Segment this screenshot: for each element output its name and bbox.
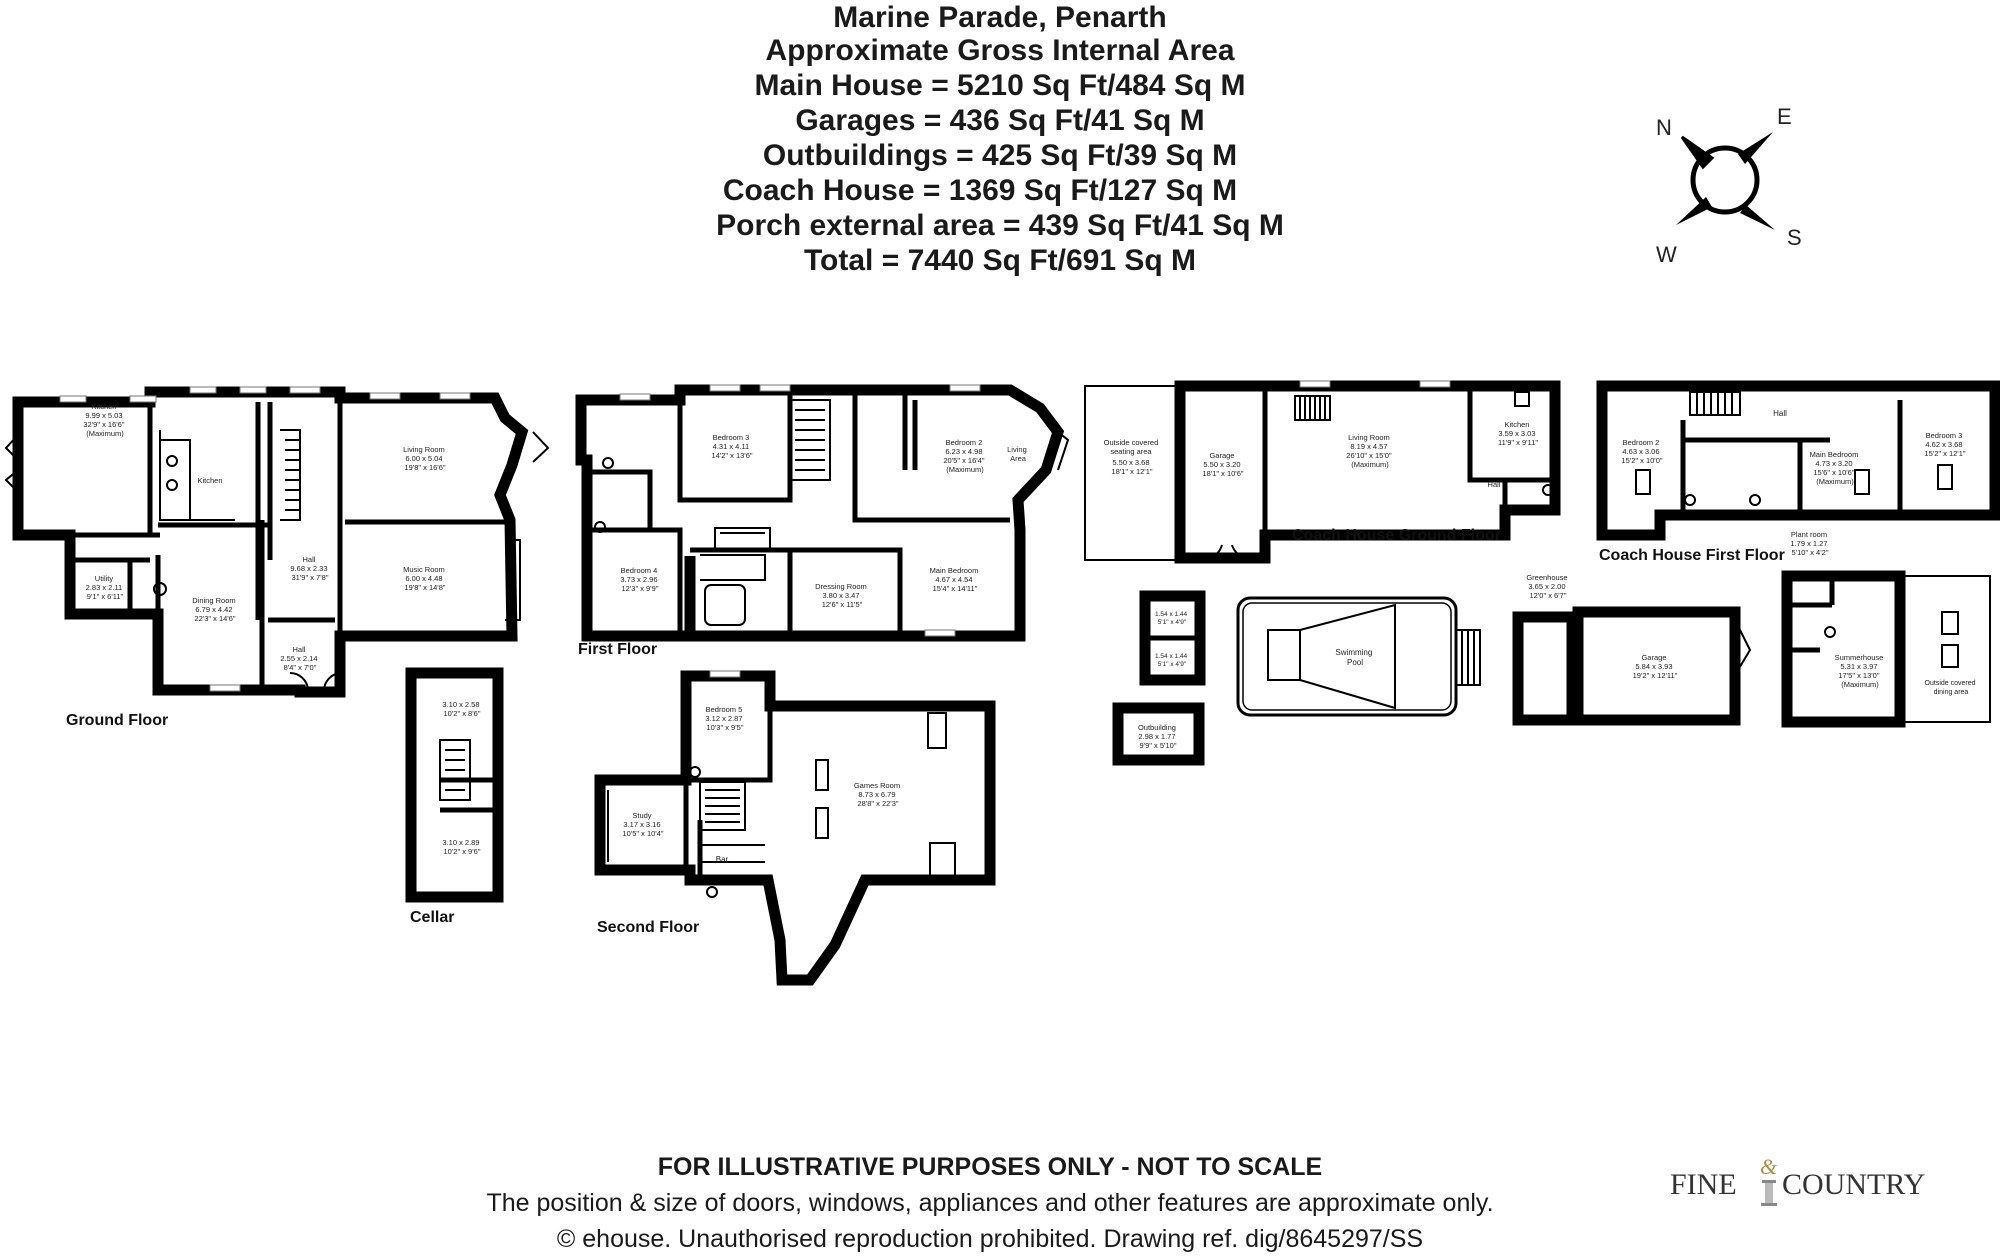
- room-hall-ch: Hall: [1488, 480, 1501, 489]
- area-total: Total = 7440 Sq Ft/691 Sq M: [803, 244, 1197, 277]
- room-bedroom-5: Bedroom 5 3.12 x 2.87 10'3" x 9'5": [705, 705, 744, 732]
- area-coach-house: Coach House = 1369 Sq Ft/127 Sq M: [722, 174, 1238, 207]
- area-garages: Garages = 436 Sq Ft/41 Sq M: [795, 104, 1205, 137]
- room-bar: Bar: [716, 855, 729, 864]
- room-living-ch: Living Room 8.19 x 4.57 26'10" x 15'0" (…: [1346, 433, 1393, 469]
- room-kitchen-name: Kitchen: [91, 402, 116, 411]
- room-kitchen-m: 9.99 x 5.03: [85, 411, 122, 420]
- logo-ampersand: &: [1760, 1154, 1778, 1179]
- compass-s: S: [1787, 225, 1802, 250]
- disclaimer-note: The position & size of doors, windows, a…: [486, 1189, 1494, 1217]
- copyright-note: © ehouse. Unauthorised reproduction proh…: [556, 1225, 1424, 1253]
- room-cellar-2: 3.10 x 2.89 10'2" x 9'6": [442, 838, 481, 856]
- room-outside-seating: Outside covered seating area 5.50 x 3.68…: [1104, 438, 1161, 476]
- plan-title: Marine Parade, Penarth: [833, 1, 1167, 34]
- room-store-2: 1.54 x 1.44 5'1" x 4'9": [1155, 653, 1189, 668]
- floor-label-ground: Ground Floor: [66, 712, 168, 729]
- room-dressing: Dressing Room 3.80 x 3.47 12'6" x 11'5": [815, 582, 869, 609]
- ground-floor-plan: Kitchen 9.99 x 5.03 32'9" x 16'6" (Maxim…: [4, 386, 550, 729]
- floor-label-cellar: Cellar: [410, 909, 454, 926]
- coach-house-first-plan: Bedroom 2 4.63 x 3.06 15'2" x 10'0" Main…: [1596, 380, 2000, 564]
- room-kitchen-max: (Maximum): [86, 429, 124, 438]
- logo-column-icon: [1761, 1180, 1777, 1206]
- compass-e: E: [1777, 104, 1792, 129]
- room-study: Study 3.17 x 3.16 10'5" x 10'4": [622, 811, 663, 838]
- fine-country-logo: Fine & Country: [1670, 1154, 1925, 1206]
- room-hall-ch1: Hall: [1773, 409, 1787, 418]
- room-summerhouse: Summerhouse 5.31 x 3.97 17'5" x 13'0" (M…: [1835, 653, 1886, 689]
- room-cellar-1: 3.10 x 2.58 10'2" x 8'6": [442, 700, 481, 718]
- room-bedroom-2: Bedroom 2 6.23 x 4.98 20'5" x 16'4" (Max…: [943, 438, 986, 474]
- disclaimer-heading: FOR ILLUSTRATIVE PURPOSES ONLY - NOT TO …: [657, 1153, 1323, 1181]
- room-music: Music Room 6.00 x 4.48 19'8" x 14'8": [403, 565, 447, 592]
- room-hall-main: Hall 9.68 x 2.33 31'9" x 7'8": [290, 555, 329, 582]
- room-main-bedroom: Main Bedroom 4.67 x 4.54 15'4" x 14'11": [930, 566, 981, 593]
- logo-country: Country: [1782, 1168, 1925, 1201]
- second-floor-plan: Bedroom 5 3.12 x 2.87 10'3" x 9'5" Games…: [594, 670, 996, 986]
- room-outbuilding: Outbuilding 2.98 x 1.77 9'9" x 5'10": [1138, 723, 1178, 750]
- room-kitchen-ch: Kitchen 3.59 x 3.03 11'9" x 9'11": [1498, 420, 1538, 447]
- room-greenhouse: Greenhouse 3.65 x 2.00 12'0" x 6'7": [1526, 573, 1569, 600]
- compass-w: W: [1656, 242, 1677, 267]
- room-dining: Dining Room 6.79 x 4.42 22'3" x 14'6": [192, 596, 237, 623]
- room-garage-2: Garage 5.84 x 3.93 19'2" x 12'11": [1633, 653, 1678, 680]
- area-main-house: Main House = 5210 Sq Ft/484 Sq M: [754, 69, 1246, 102]
- compass-icon: N E S W: [1656, 104, 1802, 267]
- cellar-plan: 3.10 x 2.58 10'2" x 8'6" 3.10 x 2.89 10'…: [405, 667, 504, 926]
- room-kitchen-ft: 32'9" x 16'6": [83, 420, 124, 429]
- room-plant: Plant room 1.79 x 1.27 5'10" x 4'2": [1790, 530, 1829, 557]
- room-main-bed-ch: Main Bedroom 4.73 x 3.20 15'6" x 10'6" (…: [1810, 450, 1861, 486]
- plan-subtitle: Approximate Gross Internal Area: [765, 34, 1235, 67]
- room-living: Living Room 6.00 x 5.04 19'8" x 16'6": [403, 445, 447, 472]
- room-outside-dining: Outside covered dining area: [1925, 680, 1978, 696]
- floor-label-coach-first: Coach House First Floor: [1599, 547, 1785, 564]
- room-bedroom-2-ch: Bedroom 2 4.63 x 3.06 15'2" x 10'0": [1621, 438, 1662, 465]
- room-store-1: 1.54 x 1.44 5'1" x 4'9": [1155, 611, 1189, 626]
- room-bedroom-4: Bedroom 4 3.73 x 2.96 12'3" x 9'9": [620, 566, 659, 593]
- floor-label-second: Second Floor: [597, 919, 699, 936]
- floor-label-coach-ground: Coach House Ground Floor: [1292, 527, 1501, 544]
- compass-n: N: [1656, 115, 1672, 140]
- room-living-area: Living Area: [1007, 445, 1029, 463]
- outbuildings-plan: 1.54 x 1.44 5'1" x 4'9" 1.54 x 1.44 5'1"…: [1112, 530, 1991, 766]
- room-hall-small: Hall 2.55 x 2.14 8'4" x 7'0": [280, 645, 319, 672]
- room-kitchen: Kitchen 9.99 x 5.03 32'9" x 16'6" (Maxim…: [83, 402, 126, 438]
- area-outbuildings: Outbuildings = 425 Sq Ft/39 Sq M: [762, 139, 1238, 172]
- room-bedroom-3-ch: Bedroom 3 4.62 x 3.68 15'2" x 12'1": [1924, 431, 1965, 458]
- room-utility: Utility 2.83 x 2.11 9'1" x 6'11": [86, 574, 125, 601]
- room-pool: Swimming Pool: [1335, 648, 1374, 667]
- room-garage-ch: Garage 5.50 x 3.20 18'1" x 10'6": [1202, 451, 1243, 478]
- room-games: Games Room 8.73 x 6.79 28'8" x 22'3": [854, 781, 902, 808]
- room-bedroom-3: Bedroom 3 4.31 x 4.11 14'2" x 13'6": [711, 433, 752, 460]
- first-floor-plan: Bedroom 3 4.31 x 4.11 14'2" x 13'6" Bedr…: [575, 384, 1070, 658]
- floor-label-first: First Floor: [578, 641, 657, 658]
- area-porch: Porch external area = 439 Sq Ft/41 Sq M: [716, 209, 1284, 242]
- room-kitchen-area: Kitchen: [197, 476, 222, 485]
- logo-fine: Fine: [1670, 1168, 1737, 1201]
- coach-house-ground-plan: Outside covered seating area 5.50 x 3.68…: [1084, 380, 1561, 564]
